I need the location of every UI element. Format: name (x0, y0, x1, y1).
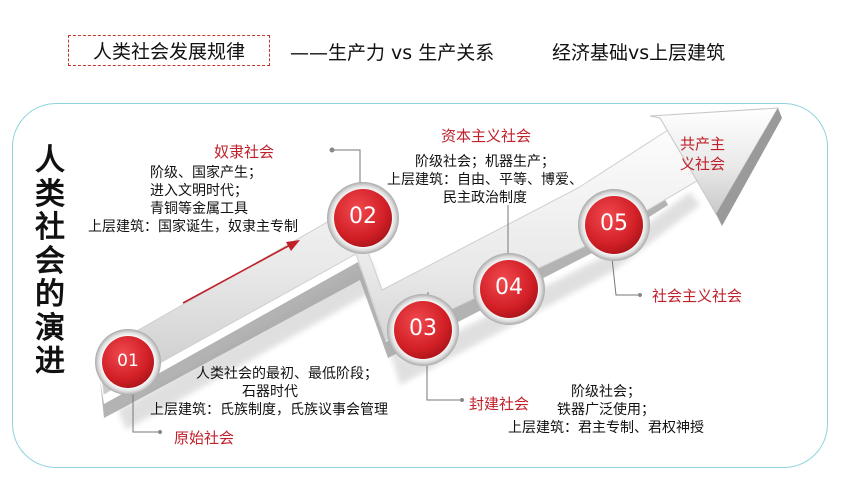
desc-primitive: 人类社会的最初、最低阶段； 石器时代 上层建筑：氏族制度，氏族议事会管理 (150, 365, 388, 419)
communist-line-2: 义社会 (680, 155, 726, 173)
desc-line: 民主政治制度 (443, 190, 527, 206)
arrow-head (649, 107, 779, 215)
desc-capitalist: 阶级社会；机器生产； 上层建筑：自由、平等、博爱、 民主政治制度 (387, 153, 583, 207)
desc-feudal: 阶级社会； 铁器广泛使用； 上层建筑：君主专制、君权神授 (508, 383, 704, 437)
content-frame (12, 103, 828, 468)
arrow-head-side (716, 108, 782, 226)
vertical-char: 会 (35, 243, 65, 279)
desc-line: 阶级社会；机器生产； (415, 154, 555, 170)
stage-name-socialist: 社会主义社会 (652, 287, 743, 305)
desc-line: 石器时代 (242, 384, 298, 400)
desc-line: 上层建筑：君主专制、君权神授 (508, 420, 704, 436)
desc-line: 上层建筑：氏族制度，氏族议事会管理 (150, 402, 388, 418)
badge-02 (327, 182, 399, 254)
subtitle-productivity: ——生产力 vs 生产关系 (290, 42, 495, 64)
desc-line: 青铜等金属工具 (150, 201, 248, 217)
stage-name-feudal: 封建社会 (469, 395, 530, 413)
badge-number-02: 02 (349, 204, 377, 229)
stage-name-slave: 奴隶社会 (214, 143, 275, 161)
leader-lines (132, 149, 640, 433)
badge-03 (387, 294, 459, 366)
badge-number-04: 04 (495, 275, 523, 300)
leader-dots (158, 147, 642, 434)
vertical-char: 演 (35, 310, 65, 346)
badge-04 (473, 253, 545, 325)
vertical-char: 人 (35, 143, 65, 178)
desc-line: 阶级、国家产生； (150, 165, 262, 181)
desc-line: 进入文明时代； (150, 183, 248, 199)
badge-05 (578, 189, 650, 261)
vertical-char: 进 (35, 344, 65, 379)
desc-line: 上层建筑：国家诞生，奴隶主专制 (88, 219, 298, 235)
communist-line-1: 共产主 (680, 135, 726, 153)
trend-arrow-head (286, 240, 300, 251)
desc-line: 人类社会的最初、最低阶段； (196, 366, 378, 382)
desc-line: 阶级社会； (571, 384, 641, 400)
desc-slave: 阶级、国家产生； 进入文明时代； 青铜等金属工具 上层建筑：国家诞生，奴隶主专制 (88, 164, 298, 236)
title-box: 人类社会发展规律 (68, 35, 270, 66)
vertical-char: 类 (35, 176, 65, 212)
trend-arrow-line (182, 243, 293, 304)
stage-name-capitalist: 资本主义社会 (441, 127, 532, 145)
vertical-char: 社 (35, 210, 65, 245)
stage-name-communist: 共产主 义社会 (680, 134, 725, 174)
page-title: 人类社会发展规律 (92, 41, 245, 63)
badge-number-05: 05 (600, 211, 628, 236)
vertical-title: 人 类 社 会 的 演 进 (24, 144, 76, 379)
subtitle-base-superstructure: 经济基础vs上层建筑 (552, 42, 726, 64)
vertical-char: 的 (35, 277, 65, 312)
desc-line: 上层建筑：自由、平等、博爱、 (387, 172, 583, 188)
stage-name-primitive: 原始社会 (174, 429, 235, 447)
desc-line: 铁器广泛使用； (557, 402, 655, 418)
badge-01 (95, 329, 161, 395)
badge-number-01: 01 (117, 351, 139, 371)
badge-number-03: 03 (409, 316, 437, 341)
